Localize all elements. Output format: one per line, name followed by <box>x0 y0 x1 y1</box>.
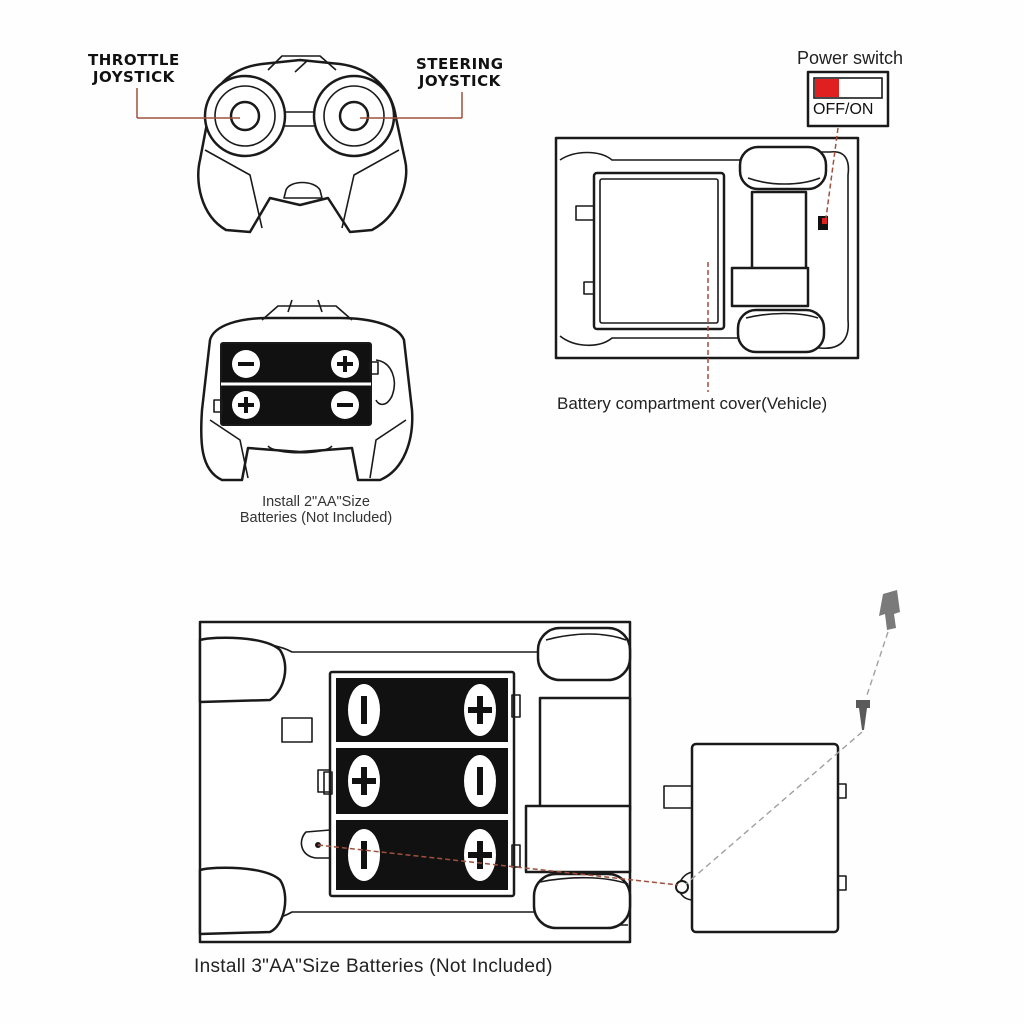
steering-joystick-label: STEERING JOYSTICK <box>416 55 504 90</box>
remote-battery-2-plus-icon <box>232 391 260 419</box>
screwdriver-guide-line <box>865 631 889 699</box>
vehicle-underside-top <box>554 127 860 392</box>
power-switch-callout-line <box>825 127 839 219</box>
remote-battery-1-plus-icon <box>331 350 359 378</box>
vehicle-battery-2-minus-icon <box>464 755 496 807</box>
vehicle-battery-1-plus-icon <box>464 684 496 736</box>
cover-screw-callout-line <box>317 844 679 886</box>
vehicle-battery-3-minus-icon <box>348 829 380 881</box>
vehicle-battery-2-plus-icon <box>348 755 380 807</box>
screw-hole-icon <box>675 880 689 894</box>
screwdriver-icon <box>879 590 900 630</box>
power-switch-label: Power switch <box>797 48 904 68</box>
power-switch-state-label: OFF/ON <box>813 101 874 118</box>
vehicle-battery-instruction: Install 3"AA"Size Batteries (Not Include… <box>194 956 553 977</box>
power-switch <box>806 70 890 128</box>
remote-controller-top <box>136 55 463 234</box>
remote-battery-1-minus-icon <box>232 350 260 378</box>
battery-compartment-cover-label: Battery compartment cover(Vehicle) <box>557 394 828 413</box>
detached-battery-cover <box>663 742 847 934</box>
remote-controller-back <box>199 299 414 482</box>
vehicle-battery-3-plus-icon <box>464 829 496 881</box>
screw-guide-line <box>685 731 863 885</box>
vehicle-underside-bottom <box>198 620 632 944</box>
throttle-joystick <box>203 74 287 158</box>
throttle-joystick-label: THROTTLE JOYSTICK <box>88 51 180 86</box>
vehicle-battery-cover <box>575 171 726 331</box>
remote-battery-instruction: Install 2"AA"Size Batteries (Not Include… <box>239 494 393 527</box>
power-switch-slider <box>815 79 839 97</box>
vehicle-battery-1-minus-icon <box>348 684 380 736</box>
remote-battery-2-minus-icon <box>331 391 359 419</box>
steering-joystick <box>312 74 396 158</box>
screw-icon <box>856 700 870 730</box>
